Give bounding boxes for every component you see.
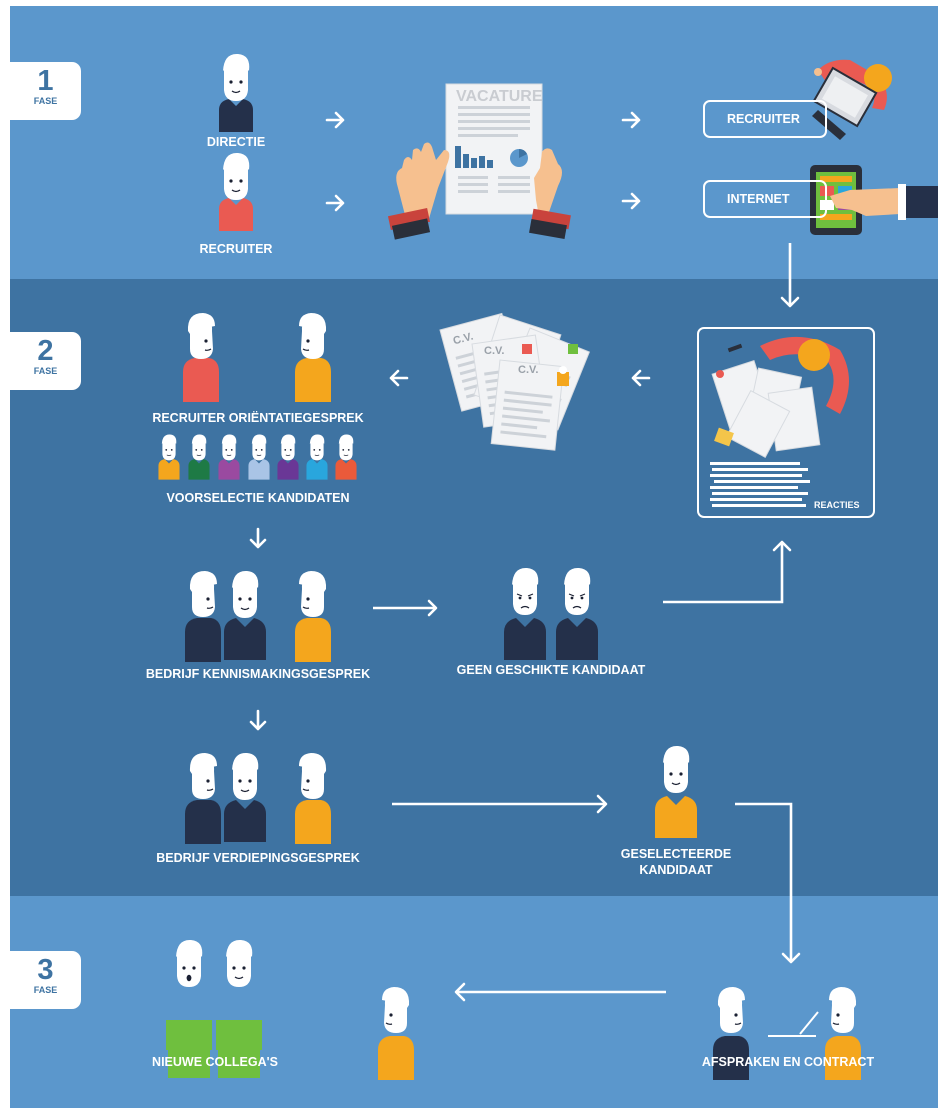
contract-label: AFSPRAKEN EN CONTRACT [701,1055,875,1069]
arrow-down-icon [249,527,267,549]
directie-person [219,53,253,132]
internet-channel-label: INTERNET [727,192,790,206]
colleagues-people [166,939,262,1078]
phase-1-badge: 1 FASE [10,62,81,120]
reacties-desk-illustration [710,336,849,507]
phase-3-badge: 3 FASE [10,951,81,1009]
colleagues-label: NIEUWE COLLEGA'S [152,1055,278,1069]
no-candidate-label: GEEN GESCHIKTE KANDIDAAT [456,663,646,677]
cv-label: C.V. [518,364,539,376]
recruiter-person [219,152,253,231]
in-depth-talk-people [185,752,331,844]
recruiter-label: RECRUITER [199,242,273,256]
left-hand [387,142,450,240]
laptop-user-illustration [812,59,892,140]
reacties-label: REACTIES [814,500,860,510]
orientation-talk-people [183,312,331,402]
recruiter-channel-label: RECRUITER [727,112,800,126]
vacancy-document-title: VACATURE [456,88,543,105]
cv-label: C.V. [484,345,505,357]
cv-stack [439,312,590,451]
new-employee-person [378,987,414,1080]
tablet-illustration [810,165,938,235]
phase-label: FASE [33,985,58,995]
recruiter-channel-box: RECRUITER [703,100,827,138]
phase-number: 2 [37,335,54,367]
phase-2-badge: 2 FASE [10,332,81,390]
arrow-down-icon [249,709,267,731]
vacancy-document [445,83,543,215]
selected-label-line2: KANDIDAAT [639,863,713,877]
phase-number: 1 [37,65,54,97]
contract-signing-people [713,986,861,1080]
in-depth-label: BEDRIJF VERDIEPINGSGESPREK [156,851,360,865]
arrow-left-icon [631,369,651,387]
introduction-talk-people [185,570,331,662]
arrow-right-icon [621,192,641,210]
orientation-label: RECRUITER ORIËNTATIEGESPREK [152,411,364,425]
arrow-left-icon [389,369,409,387]
phase-label: FASE [33,366,58,376]
right-hand [529,148,571,240]
preselection-label: VOORSELECTIE KANDIDATEN [166,491,350,505]
directie-label: DIRECTIE [206,135,266,149]
internet-channel-box: INTERNET [703,180,827,218]
candidate-row [158,434,357,480]
reacties-box [697,327,875,518]
arrow-right-icon [325,194,345,212]
phase-3-band [10,896,938,1108]
phase-label: FASE [33,96,58,106]
selected-candidate-person [655,745,697,838]
arrow-right-icon [325,111,345,129]
phase-number: 3 [37,954,54,986]
arrow-right-icon [621,111,641,129]
selected-label-line1: GESELECTEERDE [620,847,732,861]
no-candidate-people [504,567,598,660]
introduction-label: BEDRIJF KENNISMAKINGSGESPREK [145,667,371,681]
